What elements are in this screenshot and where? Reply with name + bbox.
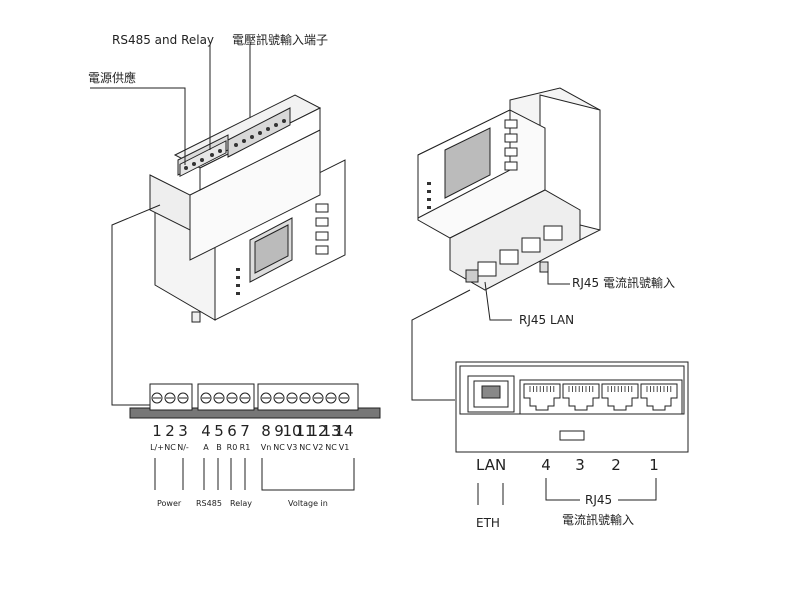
- group-voltage-in-label: Voltage in: [288, 499, 328, 508]
- terminal-number: 2: [165, 422, 175, 440]
- current-input-label: 電流訊號輸入: [562, 512, 634, 527]
- group-rs485-label: RS485: [196, 499, 222, 508]
- terminal-number: 14: [334, 422, 353, 440]
- terminal-signal-label: NC: [299, 443, 311, 452]
- eth-label: ETH: [476, 516, 500, 530]
- terminal-number: 9: [274, 422, 284, 440]
- power-supply-label: 電源供應: [88, 70, 136, 85]
- port-panel-brackets: [477, 478, 657, 505]
- terminal-number: 7: [240, 422, 250, 440]
- voltage-input-terminal-label: 電壓訊號輸入端子: [232, 32, 328, 47]
- terminal-number: 10: [282, 422, 301, 440]
- terminal-signal-label: Vn: [261, 443, 272, 452]
- terminal-number: 4: [201, 422, 211, 440]
- terminal-signal-label: V2: [313, 443, 324, 452]
- terminal-signal-label: N/-: [177, 443, 189, 452]
- rs485-relay-label: RS485 and Relay: [112, 33, 214, 47]
- rj45-current-input-label: RJ45 電流訊號輸入: [572, 275, 675, 290]
- rj45-lan-label: RJ45 LAN: [519, 313, 574, 327]
- terminal-number: 11: [295, 422, 314, 440]
- right-meter-device: [417, 87, 601, 291]
- terminal-signal-label: L/+: [150, 443, 164, 452]
- terminal-screws: [151, 392, 350, 404]
- terminal-signal-label: R1: [240, 443, 251, 452]
- terminal-number: 8: [261, 422, 271, 440]
- terminal-number: 5: [214, 422, 224, 440]
- terminal-number: 3: [178, 422, 188, 440]
- terminal-signal-label: A: [203, 443, 209, 452]
- lan-label: LAN: [476, 456, 506, 474]
- terminal-group-brackets: [154, 458, 355, 491]
- terminal-signal-label: NC: [325, 443, 337, 452]
- terminal-signal-label: B: [216, 443, 222, 452]
- terminal-signal-label: V3: [287, 443, 298, 452]
- right-leader-lines: [411, 270, 570, 401]
- port-number: 1: [649, 456, 659, 474]
- port-numbers: 4 3 2 1: [541, 456, 659, 474]
- port-number: 3: [575, 456, 585, 474]
- terminal-number: 1: [152, 422, 162, 440]
- left-leader-lines: [90, 45, 251, 406]
- terminal-number: 12: [308, 422, 327, 440]
- terminal-number: 6: [227, 422, 237, 440]
- port-number: 4: [541, 456, 551, 474]
- rj45-current-ports: [523, 383, 678, 411]
- left-meter-device: [149, 94, 346, 323]
- terminal-signal-label: NC: [273, 443, 285, 452]
- terminal-signal-label: NC: [164, 443, 176, 452]
- terminal-signal-label: R0: [227, 443, 238, 452]
- group-power-label: Power: [157, 499, 182, 508]
- rj45-label: RJ45: [585, 493, 612, 507]
- terminal-number: 13: [321, 422, 340, 440]
- group-relay-label: Relay: [230, 499, 252, 508]
- port-number: 2: [611, 456, 621, 474]
- terminal-signal-label: V1: [339, 443, 350, 452]
